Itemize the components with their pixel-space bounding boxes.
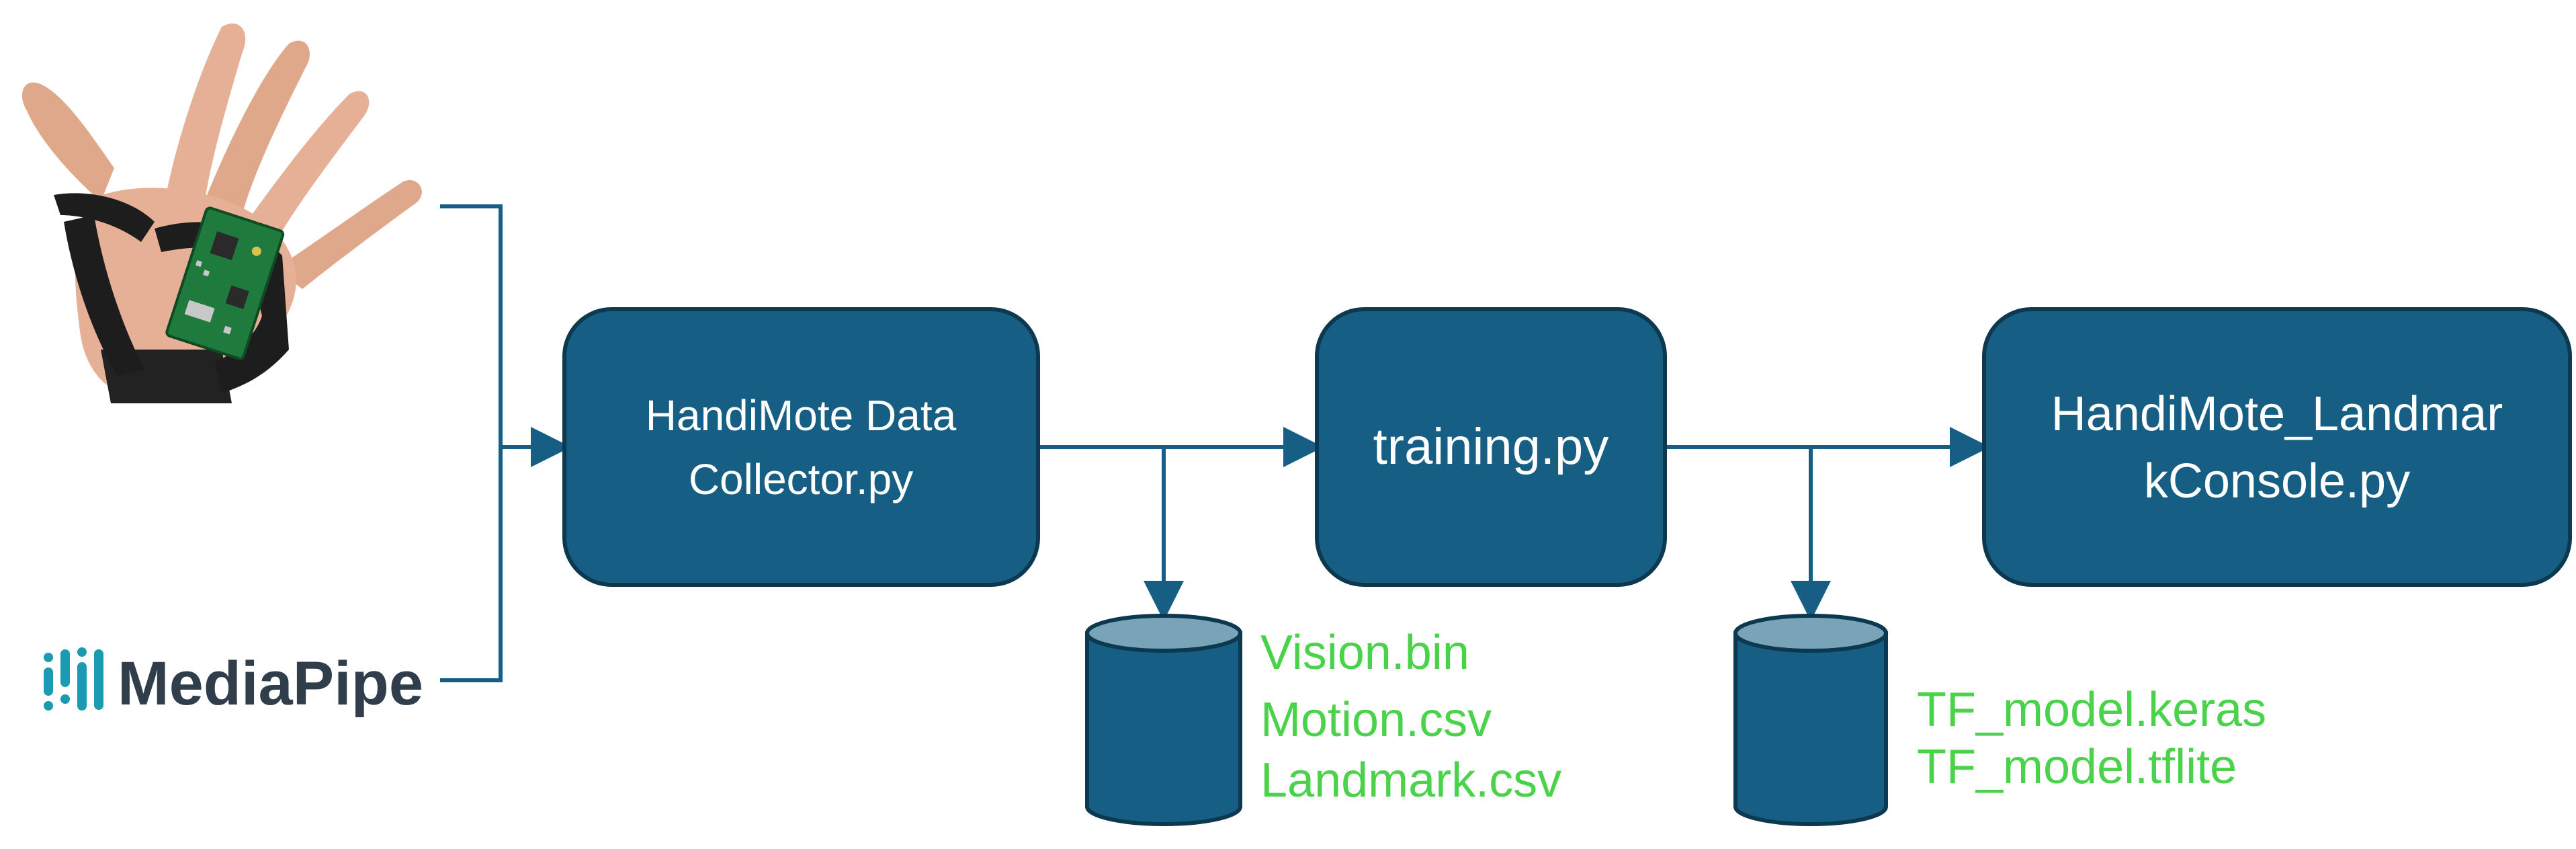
collector-box: HandiMote Data Collector.py	[562, 307, 1040, 587]
console-box: HandiMote_Landmar kConsole.py	[1982, 307, 2572, 587]
glove-image	[22, 23, 422, 403]
collected-files-list: Vision.bin Motion.csv Landmark.csv	[1260, 626, 1561, 807]
collected-data-store-icon	[1085, 614, 1242, 826]
console-label-line1: HandiMote_Landmar	[2051, 387, 2503, 441]
file-label: Vision.bin	[1260, 626, 1469, 680]
model-files-list: TF_model.keras TF_model.tflite	[1917, 683, 2266, 794]
mediapipe-icon	[44, 647, 103, 711]
training-label: training.py	[1373, 418, 1609, 475]
mediapipe-logo: MediaPipe	[44, 647, 423, 718]
collector-label-line1: HandiMote Data	[646, 391, 957, 440]
input-bracket	[440, 204, 503, 682]
file-label: TF_model.tflite	[1917, 740, 2237, 794]
file-label: Landmark.csv	[1260, 754, 1561, 807]
mediapipe-label: MediaPipe	[118, 649, 423, 718]
collector-label-line2: Collector.py	[689, 455, 913, 503]
console-label-line2: kConsole.py	[2144, 454, 2410, 508]
model-store-icon	[1733, 614, 1888, 826]
file-label: Motion.csv	[1260, 693, 1492, 747]
training-box: training.py	[1315, 307, 1667, 587]
file-label: TF_model.keras	[1917, 683, 2266, 737]
